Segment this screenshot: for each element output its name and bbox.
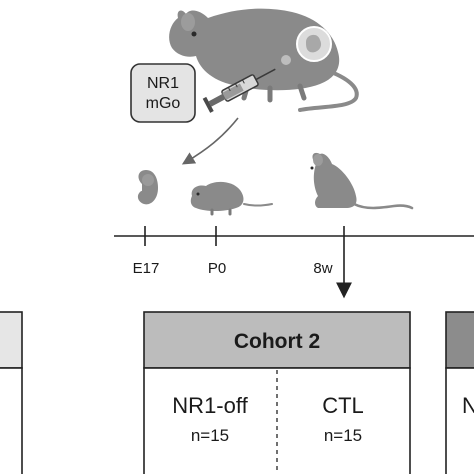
- group-n-nr1-off: n=15: [191, 426, 229, 445]
- cohort-box-right-partial: N: [445, 311, 474, 474]
- group-n-ctl: n=15: [324, 426, 362, 445]
- cohort-2-box: Cohort 2 NR1-off n=15 CTL n=15: [143, 311, 411, 474]
- timeline-label-8w: 8w: [313, 260, 332, 277]
- group-name-nr1-off: NR1-off: [172, 393, 248, 418]
- injection-arrow: [181, 117, 239, 165]
- timeline-label-e17: E17: [133, 260, 160, 277]
- group-name-ctl: CTL: [322, 393, 364, 418]
- adult-mouse-icon: [310, 152, 414, 210]
- cohort-box-left-partial: [0, 311, 23, 474]
- cohort-header: [143, 311, 411, 369]
- injection-label-box: [130, 63, 196, 123]
- embryo-icon: [137, 170, 158, 205]
- syringe-icon: [202, 68, 276, 113]
- injection-label-line1: NR1: [147, 75, 179, 92]
- right-partial-group-name: N: [462, 393, 474, 418]
- injection-label-line2: mGo: [146, 95, 181, 112]
- timeline-label-p0: P0: [208, 260, 226, 277]
- pup-icon: [190, 181, 273, 216]
- embryo-in-uterus-icon: [281, 26, 332, 65]
- cohort-title: Cohort 2: [234, 330, 320, 353]
- pregnant-mouse-icon: [169, 8, 359, 112]
